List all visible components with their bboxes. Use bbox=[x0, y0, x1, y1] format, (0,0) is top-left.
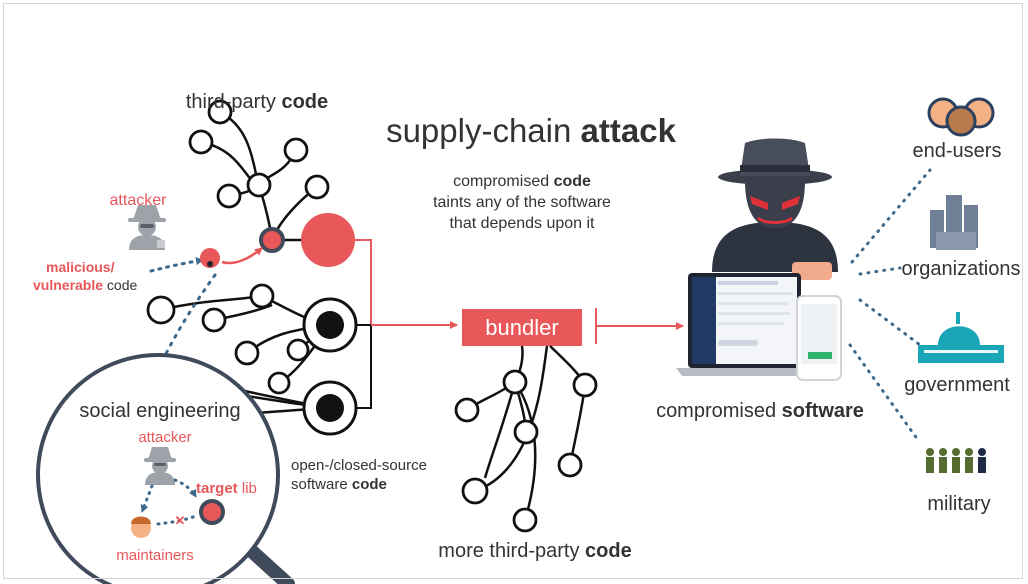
target-lib-label: target lib bbox=[196, 480, 257, 497]
target-lib-node bbox=[199, 499, 225, 525]
maintainers-label: maintainers bbox=[116, 547, 194, 564]
malicious-link bbox=[221, 247, 263, 265]
end-users-label: end-users bbox=[913, 140, 1002, 162]
maintainer-icon bbox=[131, 516, 151, 538]
code-node bbox=[146, 295, 176, 325]
code-node bbox=[454, 397, 480, 423]
lens-attacker-label: attacker bbox=[138, 429, 191, 446]
malicious-label-line2: vulnerable code bbox=[33, 277, 137, 293]
military-label: military bbox=[927, 493, 990, 515]
bundler-output bbox=[595, 308, 684, 344]
lens-attacker-icon bbox=[144, 447, 176, 485]
injection-path bbox=[149, 257, 205, 273]
code-node bbox=[513, 419, 539, 445]
hacker-illustration bbox=[712, 138, 838, 280]
code-node bbox=[572, 372, 598, 398]
compromised-code-node bbox=[259, 227, 285, 253]
subtitle-line3: that depends upon it bbox=[449, 215, 595, 232]
government-icon bbox=[918, 312, 1004, 363]
social-engineering-title: social engineering bbox=[79, 400, 240, 422]
package-node-core bbox=[316, 394, 344, 422]
code-node bbox=[461, 477, 489, 505]
attacker-icon bbox=[128, 205, 166, 250]
military-icon bbox=[926, 448, 986, 473]
government-label: government bbox=[904, 374, 1010, 396]
malicious-code-dot bbox=[207, 261, 213, 267]
impact-links bbox=[848, 168, 932, 442]
code-node bbox=[234, 340, 260, 366]
open-closed-label-line1: open-/closed-source bbox=[291, 457, 427, 474]
organizations-icon bbox=[930, 195, 978, 250]
attacker-label: attacker bbox=[110, 192, 168, 209]
code-node bbox=[304, 174, 330, 200]
code-node bbox=[557, 452, 583, 478]
code-node bbox=[246, 172, 272, 198]
more-code-nodes bbox=[454, 369, 598, 533]
bundler-connectors bbox=[355, 239, 458, 409]
code-node bbox=[283, 137, 309, 163]
laptop-illustration bbox=[676, 273, 814, 376]
subtitle-line1: compromised code bbox=[453, 173, 591, 190]
code-node bbox=[207, 99, 233, 125]
code-node bbox=[267, 371, 291, 395]
bundler-label: bundler bbox=[485, 315, 558, 340]
phone-illustration bbox=[796, 295, 842, 381]
bundler-box bbox=[462, 309, 582, 346]
code-node bbox=[286, 338, 310, 362]
code-node bbox=[249, 283, 275, 309]
code-node bbox=[201, 307, 227, 333]
more-third-party-label: more third-party code bbox=[438, 540, 631, 562]
code-node bbox=[188, 129, 214, 155]
malicious-code-node bbox=[200, 248, 220, 268]
package-node-core bbox=[316, 311, 344, 339]
third-party-code-label: third-party code bbox=[186, 91, 328, 113]
code-node bbox=[512, 507, 538, 533]
compromised-package-node bbox=[301, 213, 355, 267]
malicious-label-line1: malicious/ bbox=[46, 259, 115, 275]
compromised-software-label: compromised software bbox=[656, 400, 864, 422]
code-node bbox=[502, 369, 528, 395]
subtitle-line2: taints any of the software bbox=[433, 194, 611, 211]
organizations-label: organizations bbox=[902, 258, 1021, 280]
open-closed-label-line2: software code bbox=[291, 476, 387, 493]
blocked-x-icon: ✕ bbox=[175, 513, 186, 528]
social-engineering-lens: social engineering attacker ✕ target lib… bbox=[36, 353, 295, 584]
end-users-icon bbox=[927, 97, 995, 137]
code-node bbox=[216, 183, 242, 209]
diagram-title: supply-chain attack bbox=[386, 112, 676, 149]
